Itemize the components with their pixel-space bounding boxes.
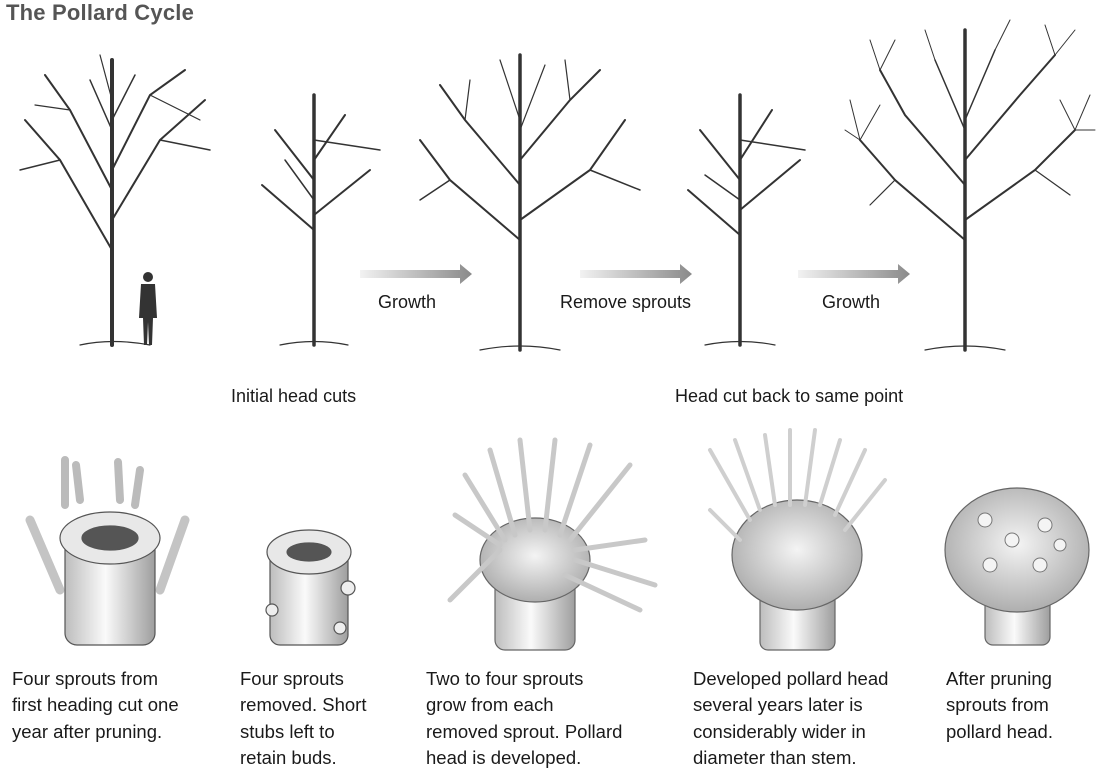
caption-line: diameter than stem.	[693, 745, 888, 771]
stump-icon-pruned-head	[945, 488, 1089, 645]
caption-stage-3: Two to four sprouts grow from each remov…	[426, 666, 622, 771]
caption-line: considerably wider in	[693, 719, 888, 745]
caption-line: retain buds.	[240, 745, 366, 771]
caption-stage-1: Four sprouts from first heading cut one …	[12, 666, 179, 745]
caption-line: Developed pollard head	[693, 666, 888, 692]
caption-line: Four sprouts	[240, 666, 366, 692]
caption-line: grow from each	[426, 692, 622, 718]
arrow-label-remove-sprouts: Remove sprouts	[560, 290, 691, 315]
caption-line: head is developed.	[426, 745, 622, 771]
caption-line: first heading cut one	[12, 692, 179, 718]
caption-line: removed sprout. Pollard	[426, 719, 622, 745]
arrow-icon-growth-2	[798, 264, 910, 284]
caption-line: After pruning	[946, 666, 1053, 692]
head-label-cut-back: Head cut back to same point	[675, 384, 903, 409]
tree-icon-pollard-regrowth	[845, 20, 1095, 350]
caption-stage-2: Four sprouts removed. Short stubs left t…	[240, 666, 366, 771]
stump-icon-developed-head	[710, 430, 885, 650]
caption-stage-4: Developed pollard head several years lat…	[693, 666, 888, 771]
stump-icon-four-sprouts	[30, 460, 185, 645]
tree-icon-mature	[20, 55, 210, 345]
tree-icon-cutback	[688, 95, 805, 345]
caption-line: sprouts from	[946, 692, 1053, 718]
caption-line: removed. Short	[240, 692, 366, 718]
caption-line: Four sprouts from	[12, 666, 179, 692]
arrow-icon-growth-1	[360, 264, 472, 284]
arrow-label-growth-2: Growth	[822, 290, 880, 315]
head-label-initial: Initial head cuts	[231, 384, 356, 409]
arrow-icon-remove-sprouts	[580, 264, 692, 284]
caption-line: pollard head.	[946, 719, 1053, 745]
caption-line: several years later is	[693, 692, 888, 718]
tree-icon-headcut	[262, 95, 380, 345]
caption-line: year after pruning.	[12, 719, 179, 745]
stump-icon-stubs	[266, 530, 355, 645]
arrow-label-growth-1: Growth	[378, 290, 436, 315]
caption-line: Two to four sprouts	[426, 666, 622, 692]
person-icon	[139, 272, 157, 345]
caption-line: stubs left to	[240, 719, 366, 745]
caption-stage-5: After pruning sprouts from pollard head.	[946, 666, 1053, 745]
stump-icon-many-sprouts	[450, 440, 655, 650]
